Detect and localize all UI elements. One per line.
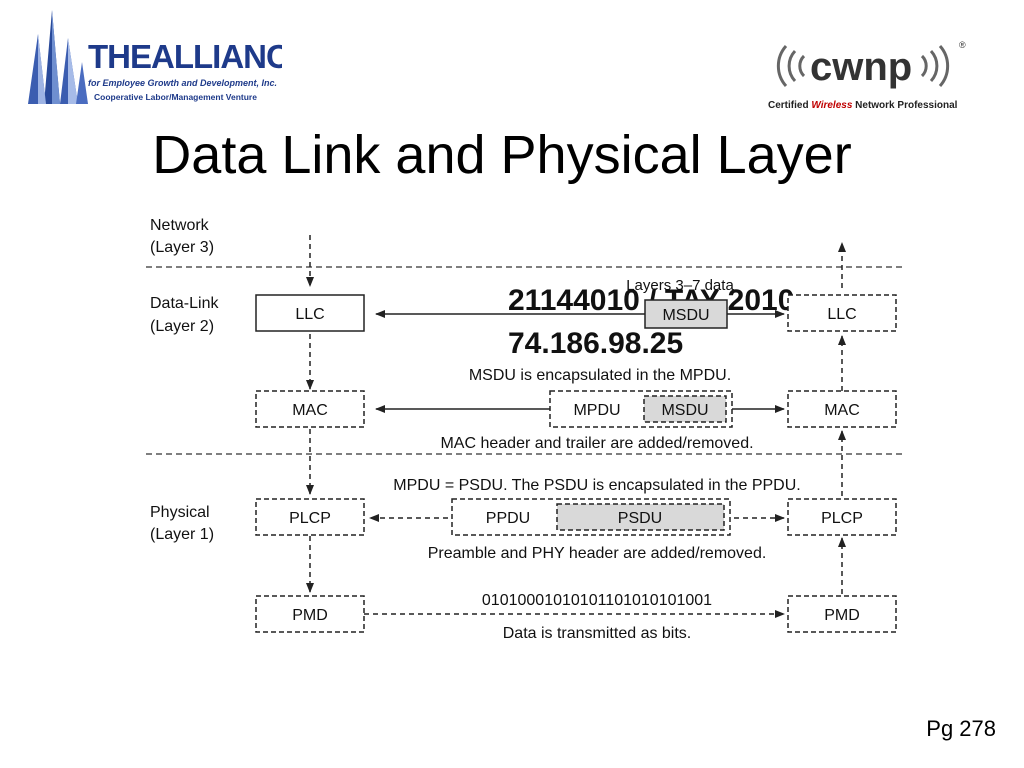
plcp-label-left: PLCP [289, 510, 331, 527]
physical-layer-number: (Layer 1) [150, 526, 214, 543]
watermark-line2: 74.186.98.25 [508, 327, 683, 360]
network-layer-label: Network [150, 217, 210, 234]
ppdu-label: PPDU [486, 510, 530, 527]
alliance-line1: for Employee Growth and Development, Inc… [88, 78, 277, 88]
msdu-encapsulated-caption: MSDU is encapsulated in the MPDU. [469, 367, 731, 384]
plcp-label-right: PLCP [821, 510, 863, 527]
alliance-line2: Cooperative Labor/Management Venture [94, 92, 257, 102]
mac-box-right [787, 390, 897, 428]
mac-label-right: MAC [824, 402, 860, 419]
msdu-box-mac [643, 395, 727, 423]
bitstream-label: 01010001010101101010101001 [482, 592, 712, 609]
layers-data-caption: Layers 3–7 data [626, 277, 734, 294]
alliance-logo: THEALLIANCE for Employee Growth and Deve… [28, 10, 282, 104]
mac-label-left: MAC [292, 402, 328, 419]
pmd-box-right [787, 595, 897, 633]
llc-label-left: LLC [295, 306, 324, 323]
pmd-box-left [255, 595, 365, 633]
mac-box-left [255, 390, 365, 428]
slide-title: Data Link and Physical Layer [152, 125, 852, 185]
plcp-box-right [787, 498, 897, 536]
wave-left-icon [776, 45, 806, 87]
llc-box-right [787, 294, 897, 332]
pmd-label-right: PMD [824, 607, 860, 624]
osi-layer-diagram: 21144010 / TAY 2010 74.186.98.25 Network… [146, 217, 905, 642]
plcp-box-left [255, 498, 365, 536]
cwnp-logo: cwnp ® Certified Wireless Network Profes… [768, 40, 966, 111]
psdu-label: PSDU [618, 510, 662, 527]
alliance-name: THEALLIANCE [88, 38, 282, 75]
wave-right-icon [920, 45, 950, 87]
tower-graphic [28, 10, 88, 104]
physical-layer-label: Physical [150, 504, 210, 521]
llc-label-right: LLC [827, 306, 856, 323]
datalink-layer-label: Data-Link [150, 295, 219, 312]
pmd-label-left: PMD [292, 607, 328, 624]
mpdu-psdu-caption: MPDU = PSDU. The PSDU is encapsulated in… [393, 477, 800, 494]
msdu-label-mac: MSDU [661, 402, 708, 419]
datalink-layer-number: (Layer 2) [150, 318, 214, 335]
cwnp-name: cwnp [810, 45, 912, 89]
transmitted-caption: Data is transmitted as bits. [503, 625, 692, 642]
msdu-label-llc: MSDU [662, 307, 709, 324]
cwnp-tagline: Certified Wireless Network Professional [768, 100, 958, 111]
mpdu-label: MPDU [573, 402, 620, 419]
llc-box-left [255, 294, 365, 332]
preamble-caption: Preamble and PHY header are added/remove… [428, 545, 767, 562]
page-reference: Pg 278 [926, 716, 996, 741]
psdu-box [556, 503, 725, 531]
network-layer-number: (Layer 3) [150, 239, 214, 256]
registered-mark: ® [959, 40, 966, 50]
mac-header-caption: MAC header and trailer are added/removed… [440, 435, 753, 452]
